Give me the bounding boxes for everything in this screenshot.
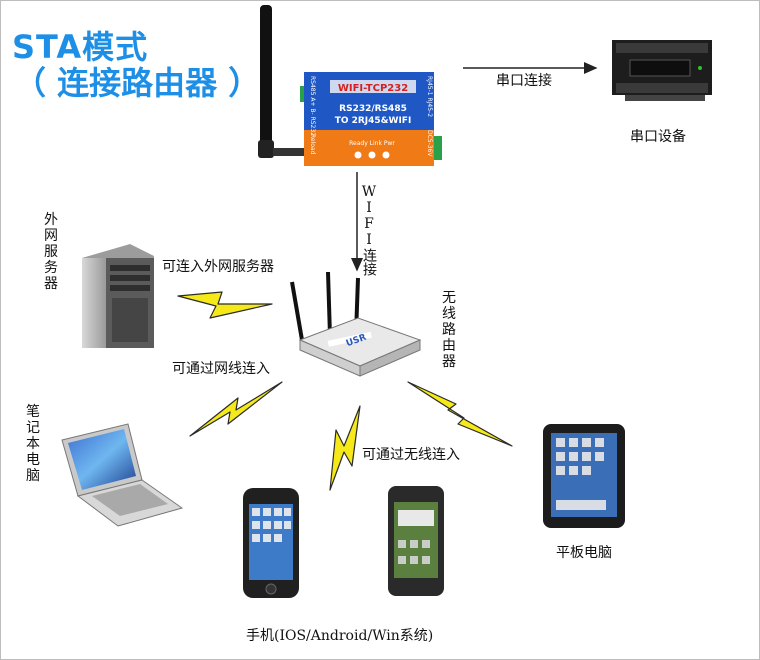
led-ready: [354, 151, 362, 159]
laptop-icon: [61, 423, 184, 527]
bolt-tablet-icon: [407, 381, 513, 447]
diagram-title: STA模式: [12, 28, 149, 66]
iphone-icon: [243, 488, 299, 598]
device-model-badge: [330, 80, 416, 93]
bolt-server-icon: [177, 291, 273, 319]
device-led-labels: Ready Link Pwr: [349, 140, 395, 147]
wifi-link-label: WIFI连接: [361, 184, 377, 276]
device-right-ports: RJ45-1 RJ45-2: [426, 76, 433, 117]
via-cable-label: 可通过网线连入: [172, 361, 270, 377]
device-spec-line2: TO 2RJ45&WIFI: [335, 116, 412, 126]
external-server-label: 外网服务器: [44, 212, 58, 292]
can-connect-server-label: 可连入外网服务器: [162, 259, 274, 275]
device-reload: Reload: [309, 134, 316, 155]
serial-device-label: 串口设备: [630, 129, 686, 145]
tablet-label: 平板电脑: [556, 545, 612, 561]
device-bottom-panel: [304, 130, 434, 166]
bolt-phones-icon: [329, 405, 361, 491]
led-link: [368, 151, 376, 159]
serial-server-device: WIFI-TCP232 RS232/RS485 TO 2RJ45&WIFI RS…: [258, 5, 442, 166]
laptop-label: 笔记本电脑: [26, 404, 40, 484]
android-phone-icon: [388, 486, 444, 596]
device-antenna: [258, 5, 307, 158]
device-left-ports: RS485 A+ B- RS232: [309, 76, 316, 136]
via-wireless-label: 可通过无线连入: [362, 447, 460, 463]
serial-link-label: 串口连接: [496, 73, 552, 89]
diagram-subtitle: （ 连接路由器 ）: [14, 64, 261, 102]
external-server-icon: [82, 244, 154, 348]
device-spec-line1: RS232/RS485: [339, 104, 407, 114]
wireless-router-icon: USR: [290, 271, 422, 377]
bolt-laptop-icon: [189, 381, 283, 437]
serial-device-icon: [612, 40, 712, 101]
led-pwr: [382, 151, 390, 159]
tablet-icon: [543, 424, 625, 528]
device-power: DC5-36V: [426, 130, 433, 157]
device-model: WIFI-TCP232: [338, 83, 408, 94]
wireless-router-label: 无线路由器: [442, 290, 456, 370]
phones-label: 手机(IOS/Android/Win系统): [246, 628, 434, 644]
